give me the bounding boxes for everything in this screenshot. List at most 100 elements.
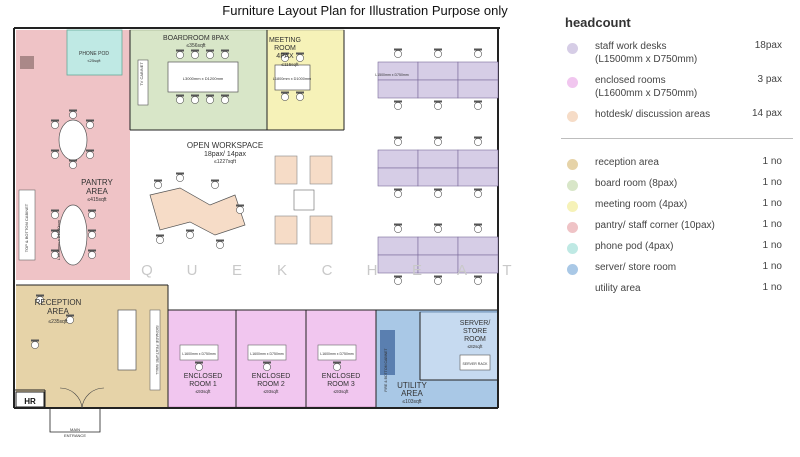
staff-chair: [474, 188, 482, 198]
legend-swatch: [567, 201, 578, 212]
legend-label: meeting room (4pax): [595, 199, 688, 210]
pantry-chair: [86, 119, 94, 129]
phone-pod-fill: [66, 29, 123, 76]
staff-chair: [474, 275, 482, 285]
utility-cabinet-label: FIRE & BOTTOM CABINET: [384, 347, 388, 391]
legend-label: board room (8pax): [595, 178, 678, 189]
staff-work-desk: [417, 149, 459, 169]
meeting-table: [274, 64, 311, 91]
chair-back: [434, 48, 442, 51]
chair-back: [51, 229, 59, 232]
enclosed-chair: [333, 361, 341, 371]
staff-chair: [394, 136, 402, 146]
legend-count: 3 pax: [757, 74, 782, 85]
enclosed-room-label: ENCLOSED: [184, 373, 223, 380]
pantry-cabinet-label: TOP & BOTTOM CABINET: [24, 203, 29, 252]
open-workspace-pax: 18pax/ 14pax: [204, 151, 247, 158]
enclosed-table-size: L1600mm x D750mm: [182, 352, 216, 356]
watermark-letter: K: [277, 262, 289, 279]
chair-back: [191, 94, 199, 97]
staff-chair: [394, 100, 402, 110]
enclosed-room-label: ROOM 2: [257, 381, 285, 388]
staff-chair: [394, 48, 402, 58]
server-label: ROOM: [464, 336, 486, 343]
reception-chair: [36, 294, 44, 304]
chair-back: [88, 209, 96, 212]
legend-separator: [561, 138, 793, 139]
chair-back: [195, 361, 203, 364]
phone-pod-area: ≤25sqft: [87, 58, 101, 63]
chair-seat: [296, 54, 304, 62]
chair-back: [394, 223, 402, 226]
meeting-label: ROOM: [274, 45, 296, 52]
legend-label: hotdesk/ discussion areas: [595, 109, 711, 120]
chair-back: [434, 136, 442, 139]
watermark-letter: E: [412, 262, 424, 279]
chair-seat: [263, 363, 271, 371]
enclosed-table-size: L1600mm x D750mm: [250, 352, 284, 356]
hr-label: HR: [24, 397, 36, 406]
pantry-column-marker: [20, 56, 34, 69]
reception-label: RECEPTION: [35, 298, 82, 307]
server-cabinet: [380, 330, 395, 375]
legend-label: pantry/ staff corner (10pax): [595, 220, 715, 231]
legend-label: utility area: [595, 283, 641, 294]
legend-swatch: [567, 264, 578, 275]
hotdesk-chair: [186, 229, 194, 239]
legend-swatch: [567, 111, 578, 122]
meeting-area: ≤115sqft: [282, 62, 300, 67]
staff-chair: [434, 188, 442, 198]
chair-seat: [474, 277, 482, 285]
staff-work-desk: [457, 149, 499, 169]
chair-seat: [51, 211, 59, 219]
open-workspace-label: OPEN WORKSPACE: [187, 141, 263, 150]
staff-work-desk: [457, 254, 499, 274]
chair-back: [176, 49, 184, 52]
chair-back: [474, 136, 482, 139]
boardroom-chair: [176, 94, 184, 104]
pantry-chair: [88, 229, 96, 239]
chair-back: [206, 49, 214, 52]
pantry-label: AREA: [86, 187, 108, 196]
open-workspace-area: ≤1227sqft: [214, 159, 237, 165]
chair-seat: [86, 121, 94, 129]
hr-box: [15, 391, 45, 408]
discussion-sofa: [309, 215, 333, 245]
chair-seat: [176, 96, 184, 104]
chair-back: [221, 94, 229, 97]
discussion-sofa: [274, 155, 298, 185]
chair-back: [394, 188, 402, 191]
pantry-area: ≤415sqft: [87, 197, 107, 203]
boardroom-table: [167, 61, 239, 93]
door-swing: [59, 387, 83, 409]
staff-work-desk: [377, 236, 419, 256]
discussion-table: [293, 189, 315, 211]
chair-seat: [69, 161, 77, 169]
chair-back: [176, 94, 184, 97]
enclosed-room-label: ROOM 1: [189, 381, 217, 388]
chair-seat: [434, 225, 442, 233]
chair-seat: [88, 251, 96, 259]
staff-chair: [474, 223, 482, 233]
staff-chair: [394, 223, 402, 233]
chair-back: [186, 229, 194, 232]
chair-back: [221, 49, 229, 52]
chair-back: [66, 314, 74, 317]
chair-seat: [296, 93, 304, 101]
legend-count: 1 no: [762, 219, 782, 230]
staff-work-desk: [457, 61, 499, 81]
server-rack-label: SERVER RACK: [462, 362, 488, 366]
chair-seat: [474, 102, 482, 110]
chair-back: [216, 239, 224, 242]
reception-chair: [66, 314, 74, 324]
legend-title: headcount: [565, 15, 631, 30]
tv-cabinet-label: TV CABINET: [139, 62, 144, 86]
boardroom-chair: [221, 94, 229, 104]
meeting-chair: [296, 52, 304, 62]
utility-label: AREA: [401, 389, 423, 398]
boardroom-chair: [221, 49, 229, 59]
legend-swatch: [567, 243, 578, 254]
chair-back: [296, 91, 304, 94]
chair-seat: [211, 181, 219, 189]
